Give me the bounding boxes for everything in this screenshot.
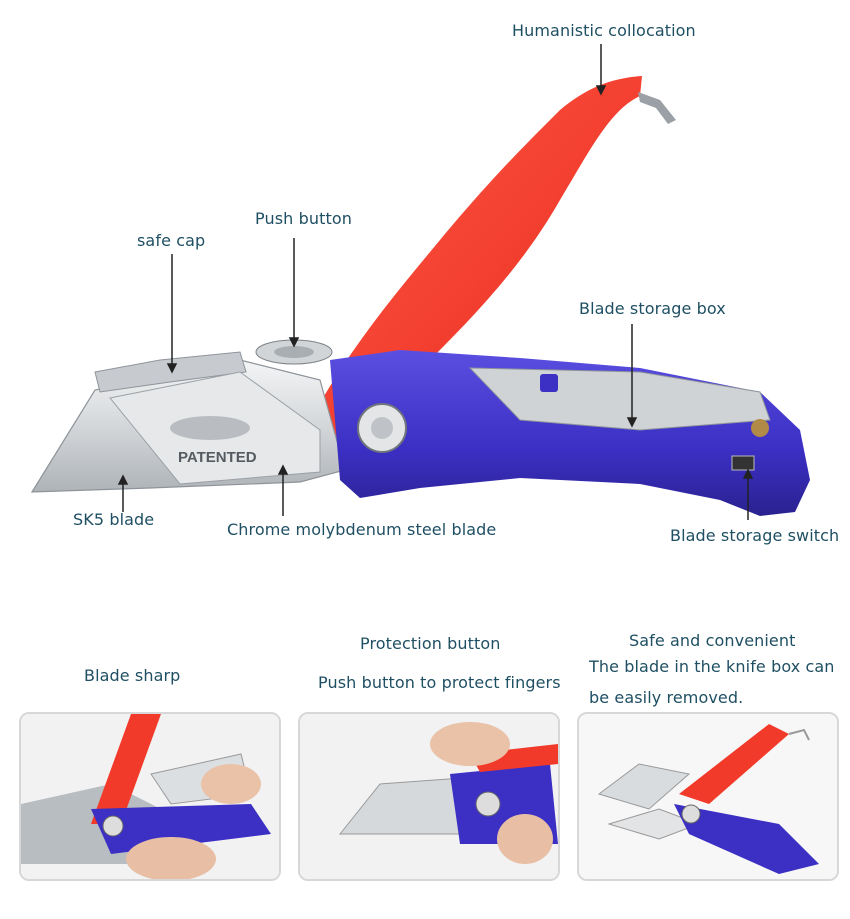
caption-protection-button: Protection button — [360, 634, 501, 653]
caption-blade-sharp: Blade sharp — [84, 666, 181, 685]
storage-switch-part — [731, 455, 755, 471]
utility-knife-illustration: PATENTED — [30, 44, 810, 520]
pointer-lines — [117, 44, 754, 520]
label-sk5-blade: SK5 blade — [73, 510, 155, 529]
photo-panel-blade-sharp — [19, 712, 281, 881]
label-chrome-blade: Chrome molybdenum steel blade — [227, 520, 497, 539]
caption-safe-desc-line1: The blade in the knife box can — [589, 657, 835, 676]
caption-safe-desc-line2: be easily removed. — [589, 688, 744, 707]
patented-imprint: PATENTED — [178, 449, 257, 466]
caption-protection-desc: Push button to protect fingers — [318, 673, 561, 692]
label-humanistic-collocation: Humanistic collocation — [512, 21, 696, 40]
safe-cap-part — [94, 351, 247, 393]
caption-safe-convenient: Safe and convenient — [629, 631, 796, 650]
hook-tip — [638, 92, 676, 124]
label-blade-storage-box: Blade storage box — [579, 299, 726, 318]
label-push-button: Push button — [255, 209, 352, 228]
photo-panel-protection-button — [298, 712, 560, 881]
label-safe-cap: safe cap — [137, 231, 206, 250]
photo-panel-safe-convenient — [577, 712, 839, 881]
label-blade-storage-switch: Blade storage switch — [670, 526, 840, 545]
